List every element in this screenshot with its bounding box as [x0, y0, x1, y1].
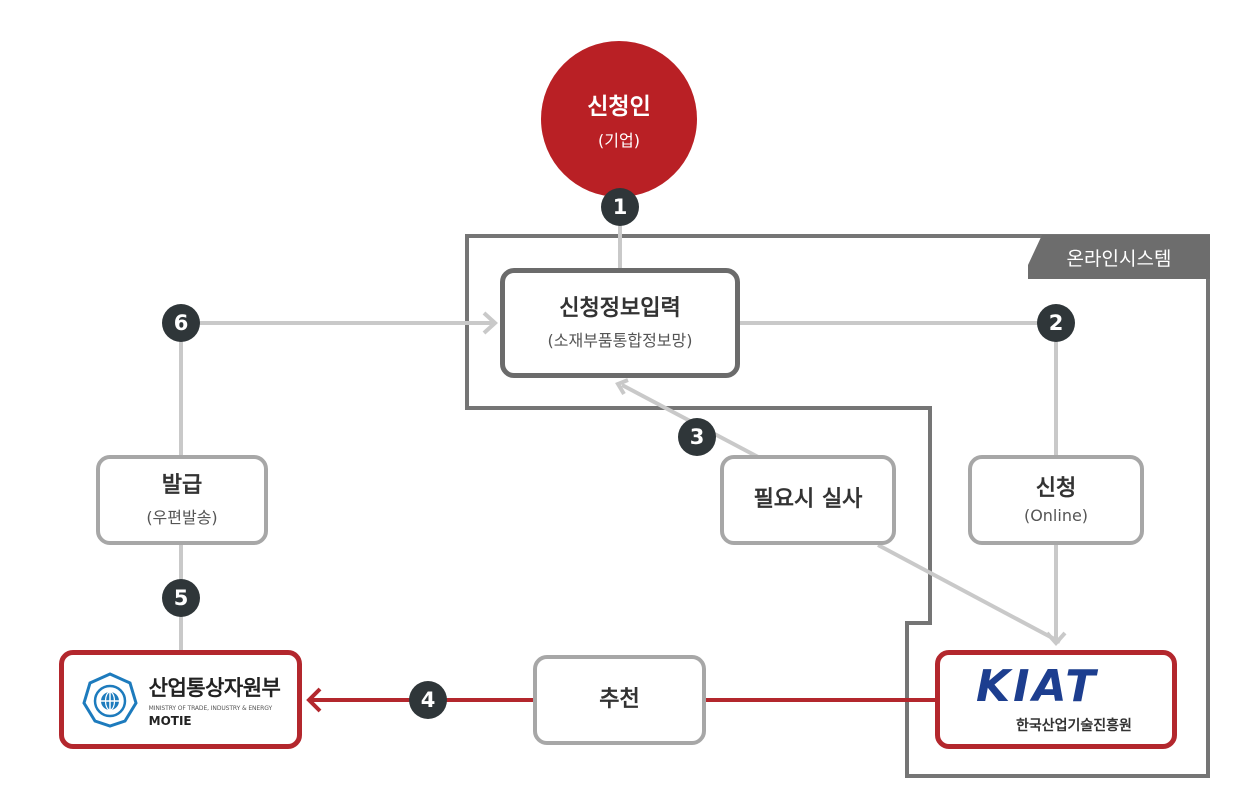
recommend-title: 추천 — [599, 687, 640, 713]
step-badge-5: 5 — [162, 579, 200, 617]
inspection-title: 필요시 실사 — [753, 487, 863, 513]
issue-node: 발급 (우편발송) — [96, 455, 268, 545]
motie-node: 산업통상자원부 MINISTRY OF TRADE, INDUSTRY & EN… — [59, 650, 302, 749]
apply-node: 신청 (Online) — [968, 455, 1144, 545]
issue-title: 발급 — [161, 473, 203, 499]
issue-subtitle: (우편발송) — [146, 507, 218, 527]
motie-logo: 산업통상자원부 MINISTRY OF TRADE, INDUSTRY & EN… — [81, 671, 281, 729]
online-system-tag: 온라인시스템 — [1028, 235, 1210, 279]
motie-abbreviation: MOTIE — [148, 713, 192, 728]
input-info-node: 신청정보입력 (소재부품통합정보망) — [500, 268, 740, 378]
arrow-head-input-6 — [482, 311, 498, 335]
connector-input-apply — [740, 321, 1058, 455]
kiat-name: 한국산업기술진흥원 — [1016, 717, 1132, 734]
step-badge-4: 4 — [409, 681, 447, 719]
motie-name: 산업통상자원부 — [148, 675, 281, 700]
motie-emblem-icon — [81, 671, 138, 728]
input-info-subtitle: (소재부품통합정보망) — [547, 330, 693, 350]
input-info-title: 신청정보입력 — [559, 296, 681, 322]
applicant-node: 신청인 (기업) — [541, 41, 697, 197]
inspection-node: 필요시 실사 — [720, 455, 896, 545]
kiat-node: KIAT 한국산업기술진흥원 — [935, 650, 1177, 749]
step-badge-2: 2 — [1037, 304, 1075, 342]
recommend-node: 추천 — [533, 655, 706, 745]
apply-title: 신청 — [1035, 475, 1077, 501]
online-system-label: 온라인시스템 — [1066, 247, 1172, 270]
kiat-logo: KIAT — [976, 660, 1099, 712]
motie-english-name: MINISTRY OF TRADE, INDUSTRY & ENERGY — [148, 704, 273, 712]
online-system-boundary — [465, 234, 1210, 778]
arrow-head-motie — [306, 687, 322, 713]
applicant-title: 신청인 — [587, 94, 651, 120]
connector-inspection-kiat — [877, 543, 1061, 644]
step-badge-3: 3 — [678, 418, 716, 456]
arrow-head-input-3 — [615, 378, 629, 396]
applicant-subtitle: (기업) — [598, 131, 640, 150]
step-badge-6: 6 — [162, 304, 200, 342]
apply-subtitle: (Online) — [1023, 506, 1089, 526]
step-badge-1: 1 — [601, 188, 639, 226]
